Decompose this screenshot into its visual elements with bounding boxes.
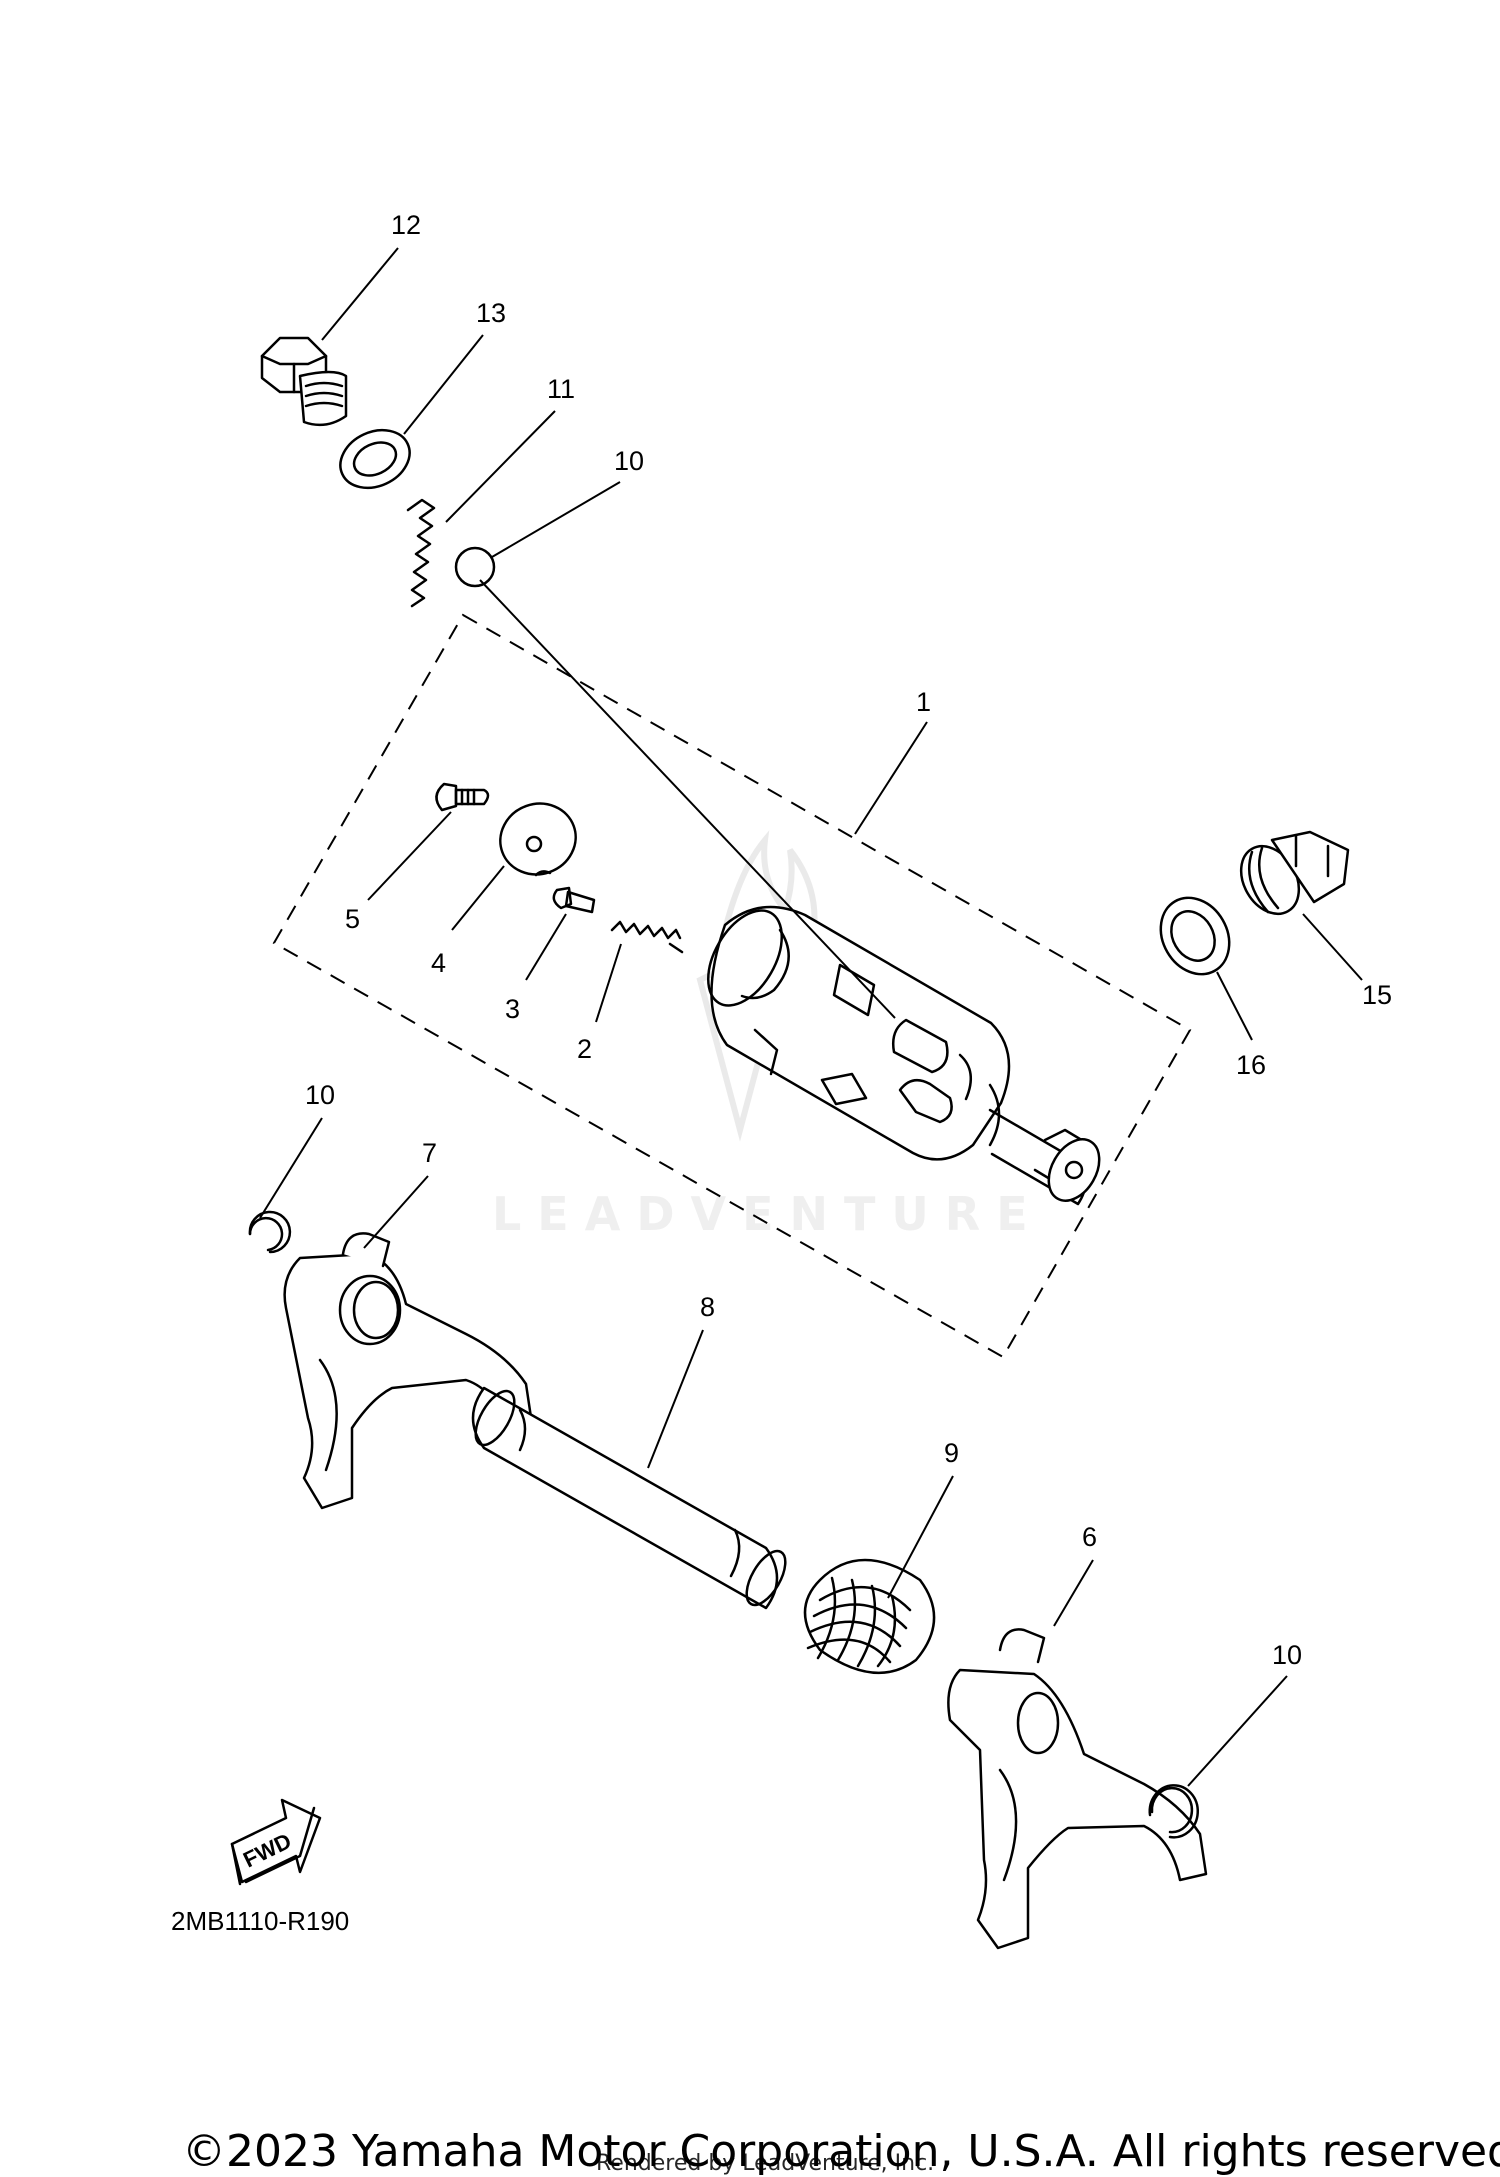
part-2-spring: [610, 920, 684, 954]
part-14-washer: [339, 428, 411, 490]
callout-2: 2: [577, 1034, 592, 1064]
callout-10-top: 10: [305, 1080, 335, 1110]
leadventure-watermark: LEADVENTURE: [492, 830, 1044, 1241]
callout-3: 3: [505, 994, 520, 1024]
rendered-by-notice: Rendered by LeadVenture, Inc.: [596, 2151, 935, 2176]
part-16-washer: [1159, 896, 1231, 976]
part-1-shift-drum: [706, 905, 1101, 1206]
callout-14: 13: [476, 298, 506, 328]
leader-lines: [259, 247, 1363, 1787]
callout-5: 5: [345, 904, 360, 934]
callout-16: 16: [1236, 1050, 1266, 1080]
part-4-plate: [499, 802, 577, 877]
callout-labels: 12 13 11 10 1 5 4 3 2 16 15 10 7 8 9 6 1…: [305, 210, 1392, 1670]
callout-11: 10: [614, 446, 644, 476]
part-10-circlip-bottom: [1148, 1784, 1199, 1839]
callout-13: 12: [391, 210, 421, 240]
part-6-shift-fork: [947, 1628, 1208, 1950]
part-10-circlip-top: [248, 1210, 292, 1254]
part-7-shift-fork: [283, 1232, 534, 1510]
callout-4: 4: [431, 948, 446, 978]
part-13-bolt: [260, 336, 348, 427]
copyright-notice: ©2023 Yamaha Motor Corporation, U.S.A. A…: [182, 2126, 1500, 2177]
callout-15: 15: [1362, 980, 1392, 1010]
callout-10-bottom: 10: [1272, 1640, 1302, 1670]
part-12-spring: [406, 498, 436, 608]
callout-12: 11: [547, 374, 575, 404]
callout-6: 6: [1082, 1522, 1097, 1552]
part-11-ball: [454, 546, 496, 588]
callout-7: 7: [422, 1138, 437, 1168]
diagram-part-code: 2MB1110-R190: [171, 1906, 350, 1936]
part-9-spring: [803, 1558, 936, 1675]
part-3-pin: [552, 886, 596, 914]
part-5-screw: [435, 782, 490, 812]
callout-8: 8: [700, 1292, 715, 1322]
part-15-plug: [1239, 830, 1350, 916]
callout-1: 1: [916, 687, 931, 717]
callout-9: 9: [944, 1438, 959, 1468]
watermark-text: LEADVENTURE: [492, 1187, 1044, 1241]
fwd-arrow-icon: FWD: [230, 1798, 322, 1886]
part-8-shift-shaft: [471, 1386, 787, 1610]
